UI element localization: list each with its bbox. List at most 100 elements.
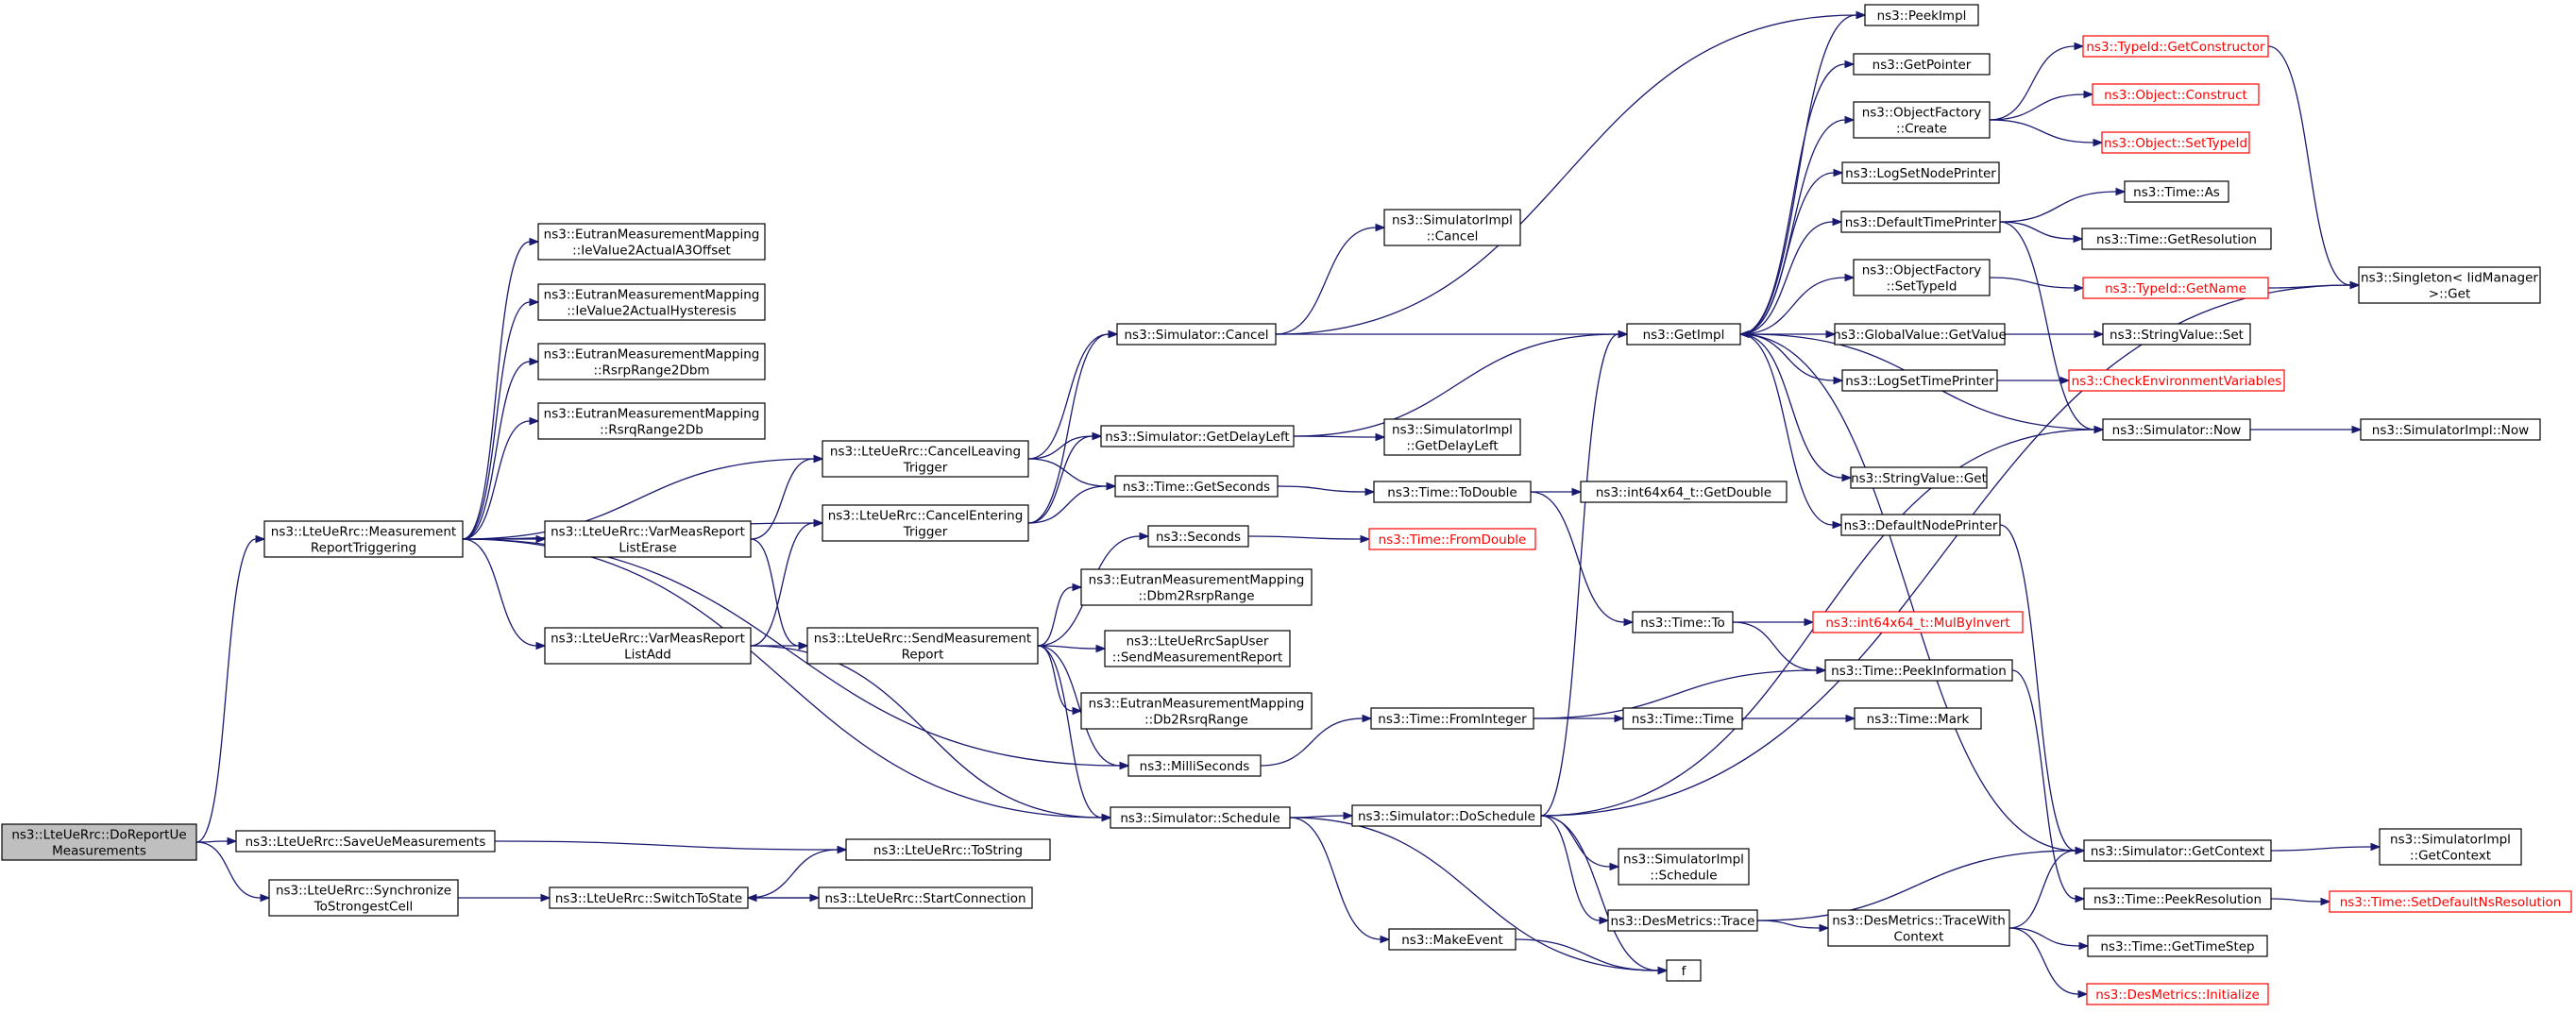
node-sendmr[interactable]: ns3::LteUeRrc::SendMeasurementReport [806,627,1039,665]
node-tostring[interactable]: ns3::LteUeRrc::ToString [845,838,1051,861]
node-defnodeprn[interactable]: ns3::DefaultNodePrinter [1840,514,2001,536]
node-box [1834,323,2006,346]
node-startconn[interactable]: ns3::LteUeRrc::StartConnection [818,886,1033,909]
node-getsec[interactable]: ns3::Time::GetSeconds [1114,475,1279,498]
node-label: ::Cancel [1427,229,1479,245]
node-label: ::SendMeasurementReport [1112,650,1283,666]
node-schedule[interactable]: ns3::Simulator::Schedule [1110,806,1291,829]
node-svset[interactable]: ns3::StringValue::Set [2102,323,2251,346]
node-label: ns3::Time::PeekResolution [2093,892,2262,907]
node-peekimpl[interactable]: ns3::PeekImpl [1864,4,1979,26]
node-millisec[interactable]: ns3::MilliSeconds [1127,754,1262,777]
call-edge-mrt-ie3 [462,237,540,540]
node-label: ns3::TypeId::GetName [2105,281,2246,296]
node-peekinfo[interactable]: ns3::Time::PeekInformation [1824,659,2013,682]
node-ie3[interactable]: ns3::EutranMeasurementMapping::IeValue2A… [537,223,766,261]
node-dosched[interactable]: ns3::Simulator::DoSchedule [1351,804,1542,827]
node-box [1666,959,1702,982]
node-rsrq2db[interactable]: ns3::EutranMeasurementMapping::RsrqRange… [537,402,766,440]
node-timetime[interactable]: ns3::Time::Time [1622,707,1743,730]
node-label: ns3::LteUeRrc::ToString [873,843,1023,858]
call-edge-vmerase-canleave [750,454,824,540]
node-f[interactable]: f [1666,959,1702,982]
call-edge-todouble-timeto [1530,491,1635,627]
node-sync[interactable]: ns3::LteUeRrc::SynchronizeToStrongestCel… [268,879,459,917]
node-box [1100,425,1295,447]
node-label: Report [902,648,944,663]
node-tidgetname[interactable]: ns3::TypeId::GetName [2082,277,2269,299]
node-setdefres[interactable]: ns3::Time::SetDefaultNsResolution [2329,890,2572,913]
node-timeto[interactable]: ns3::Time::To [1632,611,1734,633]
node-fromint[interactable]: ns3::Time::FromInteger [1370,707,1534,730]
node-dbm2rsrp[interactable]: ns3::EutranMeasurementMapping::Dbm2RsrpR… [1080,568,1313,606]
node-impldelay[interactable]: ns3::SimulatorImpl::GetDelayLeft [1383,418,1521,456]
node-label: ns3::LteUeRrcSapUser [1127,634,1269,650]
node-box [2083,887,2272,910]
node-box [806,627,1039,665]
node-getres[interactable]: ns3::Time::GetResolution [2081,228,2272,250]
node-save[interactable]: ns3::LteUeRrc::SaveUeMeasurements [235,830,496,853]
node-getpointer[interactable]: ns3::GetPointer [1853,53,1991,76]
node-makeevent[interactable]: ns3::MakeEvent [1388,928,1517,951]
node-implcancel[interactable]: ns3::SimulatorImpl::Cancel [1383,209,1521,246]
node-rsrp2dbm[interactable]: ns3::EutranMeasurementMapping::RsrpRange… [537,343,766,380]
node-label: ns3::DefaultTimePrinter [1845,215,1997,230]
node-ofcreate[interactable]: ns3::ObjectFactory::Create [1853,101,1991,139]
node-label: ns3::EutranMeasurementMapping [544,347,760,363]
node-db2rsrq[interactable]: ns3::EutranMeasurementMapping::Db2RsrqRa… [1080,692,1313,730]
node-box [1388,928,1517,951]
node-logsetnode[interactable]: ns3::LogSetNodePrinter [1841,161,2000,184]
node-ofsettype[interactable]: ns3::ObjectFactory::SetTypeId [1853,259,1991,296]
call-edge-dosched-implsched [1540,815,1620,871]
node-implsched[interactable]: ns3::SimulatorImpl::Schedule [1618,848,1750,886]
call-edge-tracectx-desinit [2008,927,2089,999]
node-deftimeprn[interactable]: ns3::DefaultTimePrinter [1840,211,2001,233]
node-sapuser[interactable]: ns3::LteUeRrcSapUser::SendMeasurementRep… [1104,630,1291,667]
node-trace[interactable]: ns3::DesMetrics::Trace [1607,909,1758,932]
node-box [2358,266,2541,304]
node-switch[interactable]: ns3::LteUeRrc::SwitchToState [549,886,749,909]
node-timeas[interactable]: ns3::Time::As [2124,180,2229,203]
node-todouble[interactable]: ns3::Time::ToDouble [1373,481,1532,503]
node-timemark[interactable]: ns3::Time::Mark [1854,707,1982,730]
node-label: ns3::LogSetTimePrinter [1845,374,1994,389]
node-simcancel[interactable]: ns3::Simulator::Cancel [1116,323,1277,346]
node-svget[interactable]: ns3::StringValue::Get [1850,466,1988,489]
node-objsettype[interactable]: ns3::Object::SetTypeId [2101,131,2250,154]
node-mulbyinv[interactable]: ns3::int64x64_t::MulByInvert [1812,611,2024,633]
node-label: ns3::MilliSeconds [1140,759,1250,774]
node-label: ::RsrpRange2Dbm [593,363,709,379]
node-seconds[interactable]: ns3::Seconds [1147,525,1249,548]
node-checkenv[interactable]: ns3::CheckEnvironmentVariables [2068,369,2285,392]
node-fromdouble[interactable]: ns3::Time::FromDouble [1368,528,1536,550]
node-box [2102,418,2251,441]
node-label: ns3::LteUeRrc::VarMeasReport [551,525,745,540]
node-box [235,830,496,853]
node-singleton[interactable]: ns3::Singleton< IidManager >::Get [2358,266,2541,304]
node-simctx[interactable]: ns3::Simulator::GetContext [2083,839,2272,862]
node-gettimestep[interactable]: ns3::Time::GetTimeStep [2087,935,2268,957]
node-logsettime[interactable]: ns3::LogSetTimePrinter [1841,369,1998,392]
node-desinit[interactable]: ns3::DesMetrics::Initialize [2086,983,2269,1005]
node-objconstruct[interactable]: ns3::Object::Construct [2092,83,2260,106]
node-getctor[interactable]: ns3::TypeId::GetConstructor [2082,35,2269,58]
node-iehy[interactable]: ns3::EutranMeasurementMapping::IeValue2A… [537,283,766,321]
node-box [1853,259,1991,296]
node-getdouble[interactable]: ns3::int64x64_t::GetDouble [1580,481,1788,503]
node-peekres[interactable]: ns3::Time::PeekResolution [2083,887,2272,910]
node-implctx[interactable]: ns3::SimulatorImpl::GetContext [2379,828,2522,866]
node-getdelay[interactable]: ns3::Simulator::GetDelayLeft [1100,425,1295,447]
node-gvget[interactable]: ns3::GlobalValue::GetValue [1833,323,2007,346]
node-getimpl[interactable]: ns3::GetImpl [1626,323,1741,346]
call-edge-tidgetname-singleton [2267,280,2361,290]
node-implnow[interactable]: ns3::SimulatorImpl::Now [2360,418,2541,441]
node-simnow[interactable]: ns3::Simulator::Now [2102,418,2251,441]
node-mrt[interactable]: ns3::LteUeRrc::MeasurementReportTriggeri… [263,520,464,558]
call-edge-peekres-setdefres [2270,897,2331,906]
